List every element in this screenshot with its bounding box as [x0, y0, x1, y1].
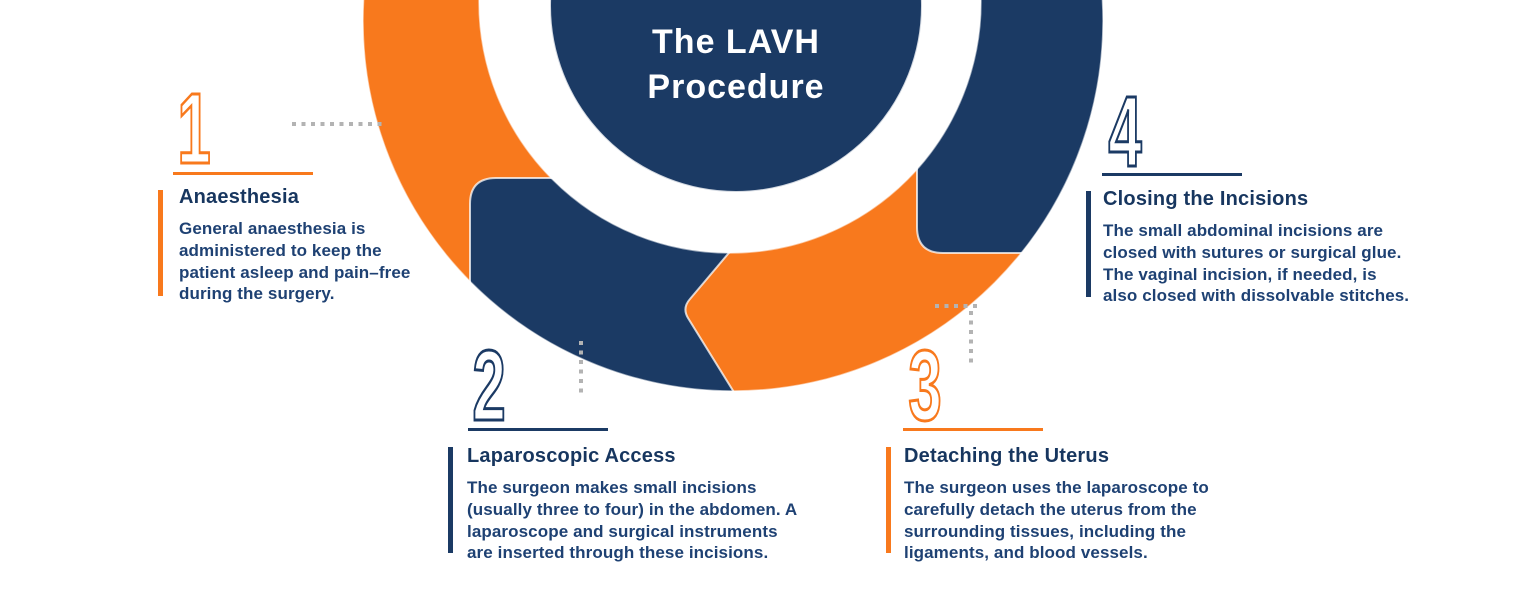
step-2-number-underline [468, 428, 608, 431]
ring-outer-edge [362, 0, 1104, 392]
step-1-title: Anaesthesia [179, 186, 300, 208]
ring-inner-edge [478, 0, 982, 254]
step-3-connector-dots-vertical [969, 311, 973, 367]
step-3-accent-bar [886, 447, 891, 553]
center-title: The LAVH Procedure [647, 23, 825, 106]
step-4-number: 4 [1108, 76, 1141, 188]
step-4-body: The small abdominal incisions are closed… [1103, 221, 1410, 306]
step-4-title: Closing the Incisions [1103, 188, 1309, 210]
step-2-body: The surgeon makes small incisions (usual… [467, 478, 798, 563]
step-3-block: Detaching the Uterus The surgeon uses th… [904, 445, 1209, 564]
step-4-block: Closing the Incisions The small abdomina… [1103, 188, 1409, 307]
step-3-body: The surgeon uses the laparoscope to care… [904, 478, 1209, 563]
step-2-connector-dots [579, 341, 583, 394]
ring-navy-segment-bottom-left [469, 177, 762, 562]
step-3-title: Detaching the Uterus [904, 445, 1110, 467]
step-1-connector-dots [292, 122, 382, 126]
step-1-accent-bar [158, 190, 163, 296]
step-1-number-underline [173, 172, 313, 175]
step-2-accent-bar [448, 447, 453, 553]
step-1-number: 1 [177, 73, 210, 185]
step-3-number: 3 [908, 330, 941, 442]
step-1-block: Anaesthesia General anaesthesia is admin… [179, 186, 410, 305]
step-4-number-underline [1102, 173, 1242, 176]
step-2-number: 2 [472, 330, 505, 442]
center-circle [549, 0, 923, 193]
step-4-accent-bar [1086, 191, 1091, 297]
step-2-title: Laparoscopic Access [467, 445, 676, 467]
step-2-block: Laparoscopic Access The surgeon makes sm… [467, 445, 797, 564]
step-1-body: General anaesthesia is administered to k… [179, 219, 411, 304]
step-3-number-underline [903, 428, 1043, 431]
step-3-connector-dots-horizontal [935, 304, 977, 308]
